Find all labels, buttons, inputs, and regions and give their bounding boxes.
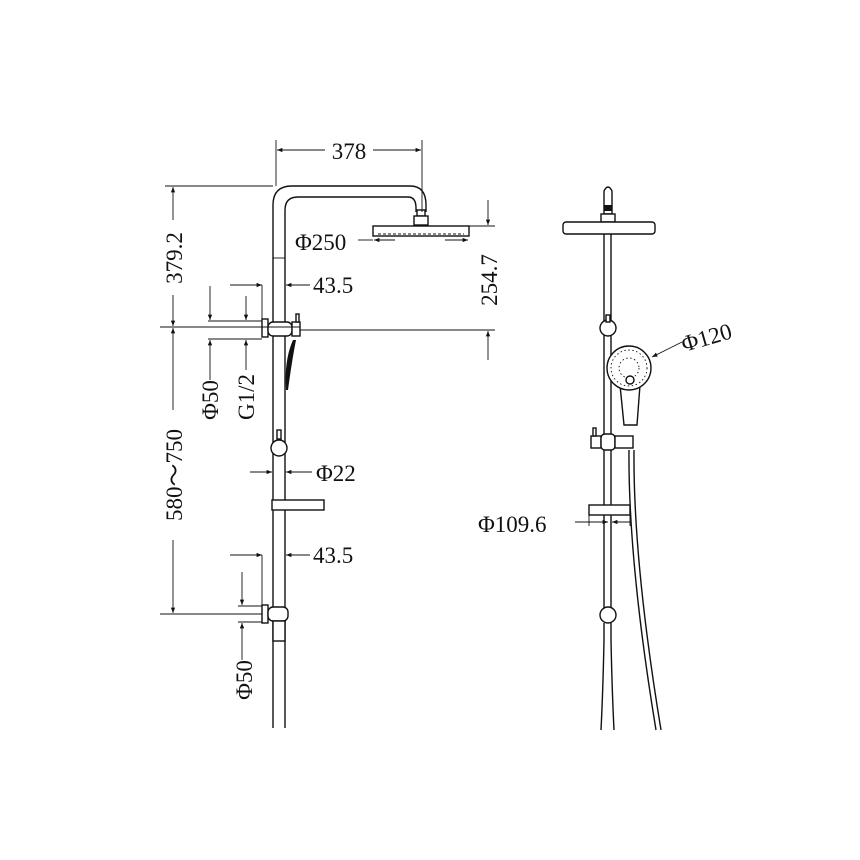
slider-bracket	[270, 429, 288, 457]
overhead-shower-head	[372, 209, 470, 237]
riser-pole	[272, 185, 427, 728]
dim-thread: G1/2	[234, 374, 259, 420]
hand-shower-profile	[285, 340, 296, 390]
dim-pole-diameter: Φ22	[316, 461, 356, 486]
dim-soap-dish-width: Φ109.6	[478, 512, 547, 537]
soap-dish	[271, 499, 325, 511]
dim-top-to-bracket: 379.2	[162, 232, 187, 284]
hose	[628, 449, 657, 731]
dim-arm-length: 378	[332, 139, 367, 164]
dim-lower-offset: 43.5	[313, 543, 353, 568]
side-view: Φ109.6 Φ120	[478, 186, 735, 731]
dim-lower-bracket-diameter: Φ50	[232, 660, 257, 700]
dim-upper-offset: 43.5	[313, 273, 353, 298]
dim-upper-bracket-diameter: Φ50	[198, 380, 223, 420]
dim-head-drop: 254.7	[477, 254, 502, 306]
lower-wall-bracket	[261, 604, 289, 642]
upper-wall-bracket	[261, 313, 301, 338]
dim-handshower-diameter: Φ120	[678, 319, 734, 357]
front-view: 378 379.2 580～750 Φ250 254.7 43.5	[160, 139, 502, 728]
dim-head-diameter: Φ250	[295, 230, 346, 255]
side-soap-dish	[588, 504, 631, 516]
side-slider	[590, 427, 634, 451]
hand-shower	[606, 345, 652, 426]
dim-bracket-spacing: 580～750	[162, 429, 187, 521]
overhead-shower-disc	[562, 221, 656, 235]
